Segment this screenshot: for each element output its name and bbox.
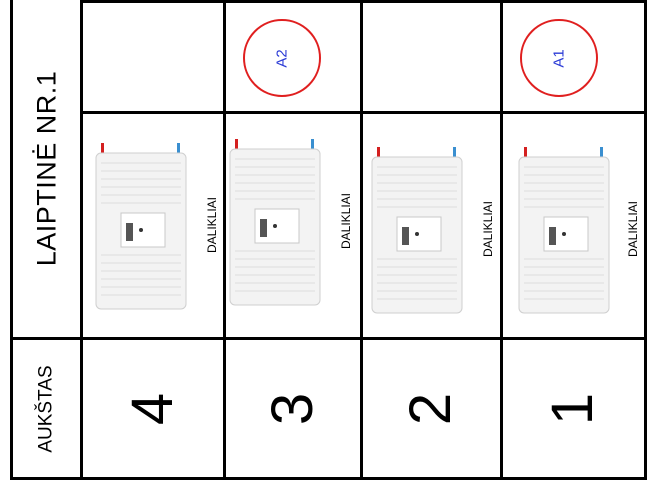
apartment-marker: A1 bbox=[520, 19, 598, 97]
apartment-label: A1 bbox=[550, 48, 568, 68]
floor-number: 3 bbox=[259, 392, 325, 425]
staircase-title: LAIPTINĖ NR.1 bbox=[31, 70, 61, 267]
floor-header: AUKŠTAS bbox=[35, 364, 57, 453]
radiator-icon bbox=[371, 147, 463, 314]
floor-number: 2 bbox=[398, 392, 464, 425]
grid-line bbox=[10, 337, 647, 340]
radiator-icon bbox=[518, 147, 610, 314]
grid-line bbox=[360, 0, 363, 480]
floor-number: 1 bbox=[540, 392, 606, 425]
floor-header-cell: AUKŠTAS bbox=[13, 340, 80, 477]
meter-label: DALIKLIAI bbox=[481, 200, 496, 258]
floor-number: 4 bbox=[119, 392, 185, 425]
grid-line bbox=[80, 0, 647, 3]
radiator-icon bbox=[229, 139, 321, 306]
floor-cell: 4 bbox=[83, 340, 223, 477]
grid-line bbox=[80, 111, 647, 114]
grid-line bbox=[10, 477, 647, 480]
grid-line bbox=[10, 0, 13, 480]
staircase-title-cell: LAIPTINĖ NR.1 bbox=[13, 0, 80, 337]
radiator-icon bbox=[95, 143, 187, 310]
floor-cell: 2 bbox=[363, 340, 500, 477]
grid-line bbox=[223, 0, 226, 480]
grid-line bbox=[80, 0, 83, 480]
meter-label: DALIKLIAI bbox=[339, 192, 354, 250]
apartment-label: A2 bbox=[273, 48, 291, 68]
meter-label: DALIKLIAI bbox=[205, 196, 220, 254]
staircase-diagram: LAIPTINĖ NR.1 AUKŠTAS A2 A1 DALIKLIAI bbox=[10, 0, 647, 480]
meter-label: DALIKLIAI bbox=[626, 200, 641, 258]
floor-cell: 3 bbox=[226, 340, 360, 477]
apartment-marker: A2 bbox=[243, 19, 321, 97]
grid-line bbox=[500, 0, 503, 480]
grid-line bbox=[644, 0, 647, 480]
floor-cell: 1 bbox=[503, 340, 644, 477]
